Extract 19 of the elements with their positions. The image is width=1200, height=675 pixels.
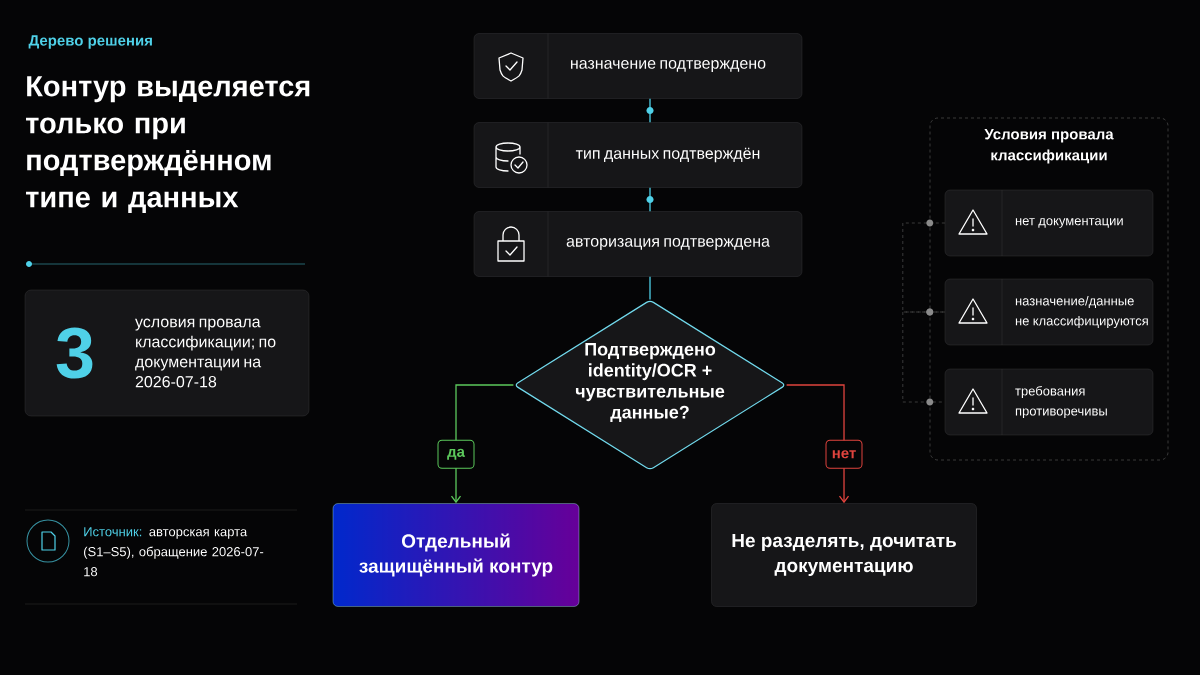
eyebrow-text: Дерево решения [28, 35, 152, 49]
edge-label: да [437, 439, 475, 469]
source-note: Источник: авторская карта (S1–S5), обращение 2026-07-18 [84, 527, 264, 577]
step-box: тип данных подтверждён [473, 122, 803, 188]
result-box: Отдельный защищённый контур [332, 503, 580, 607]
bracket-connector [902, 311, 945, 403]
title: Контур выделяется только при подтверждённом типе и данных [26, 76, 310, 213]
condition-box: требования противоречивы [944, 368, 1154, 436]
connector [646, 187, 654, 212]
condition-box: нет документации [944, 189, 1154, 257]
connector [649, 276, 651, 301]
step-box: назначение подтверждено [473, 33, 803, 99]
edge-label: нет [825, 439, 863, 469]
stat-card: 3 условия провала классификации; по документации на 2026-07-18 [24, 289, 310, 417]
connector [646, 98, 654, 123]
step-box: авторизация подтверждена [473, 211, 803, 277]
condition-box: назначение/данные не классифицируются [944, 278, 1154, 346]
bracket-connector [902, 222, 945, 313]
result-box: Не разделять, дочитать документацию [711, 503, 977, 607]
